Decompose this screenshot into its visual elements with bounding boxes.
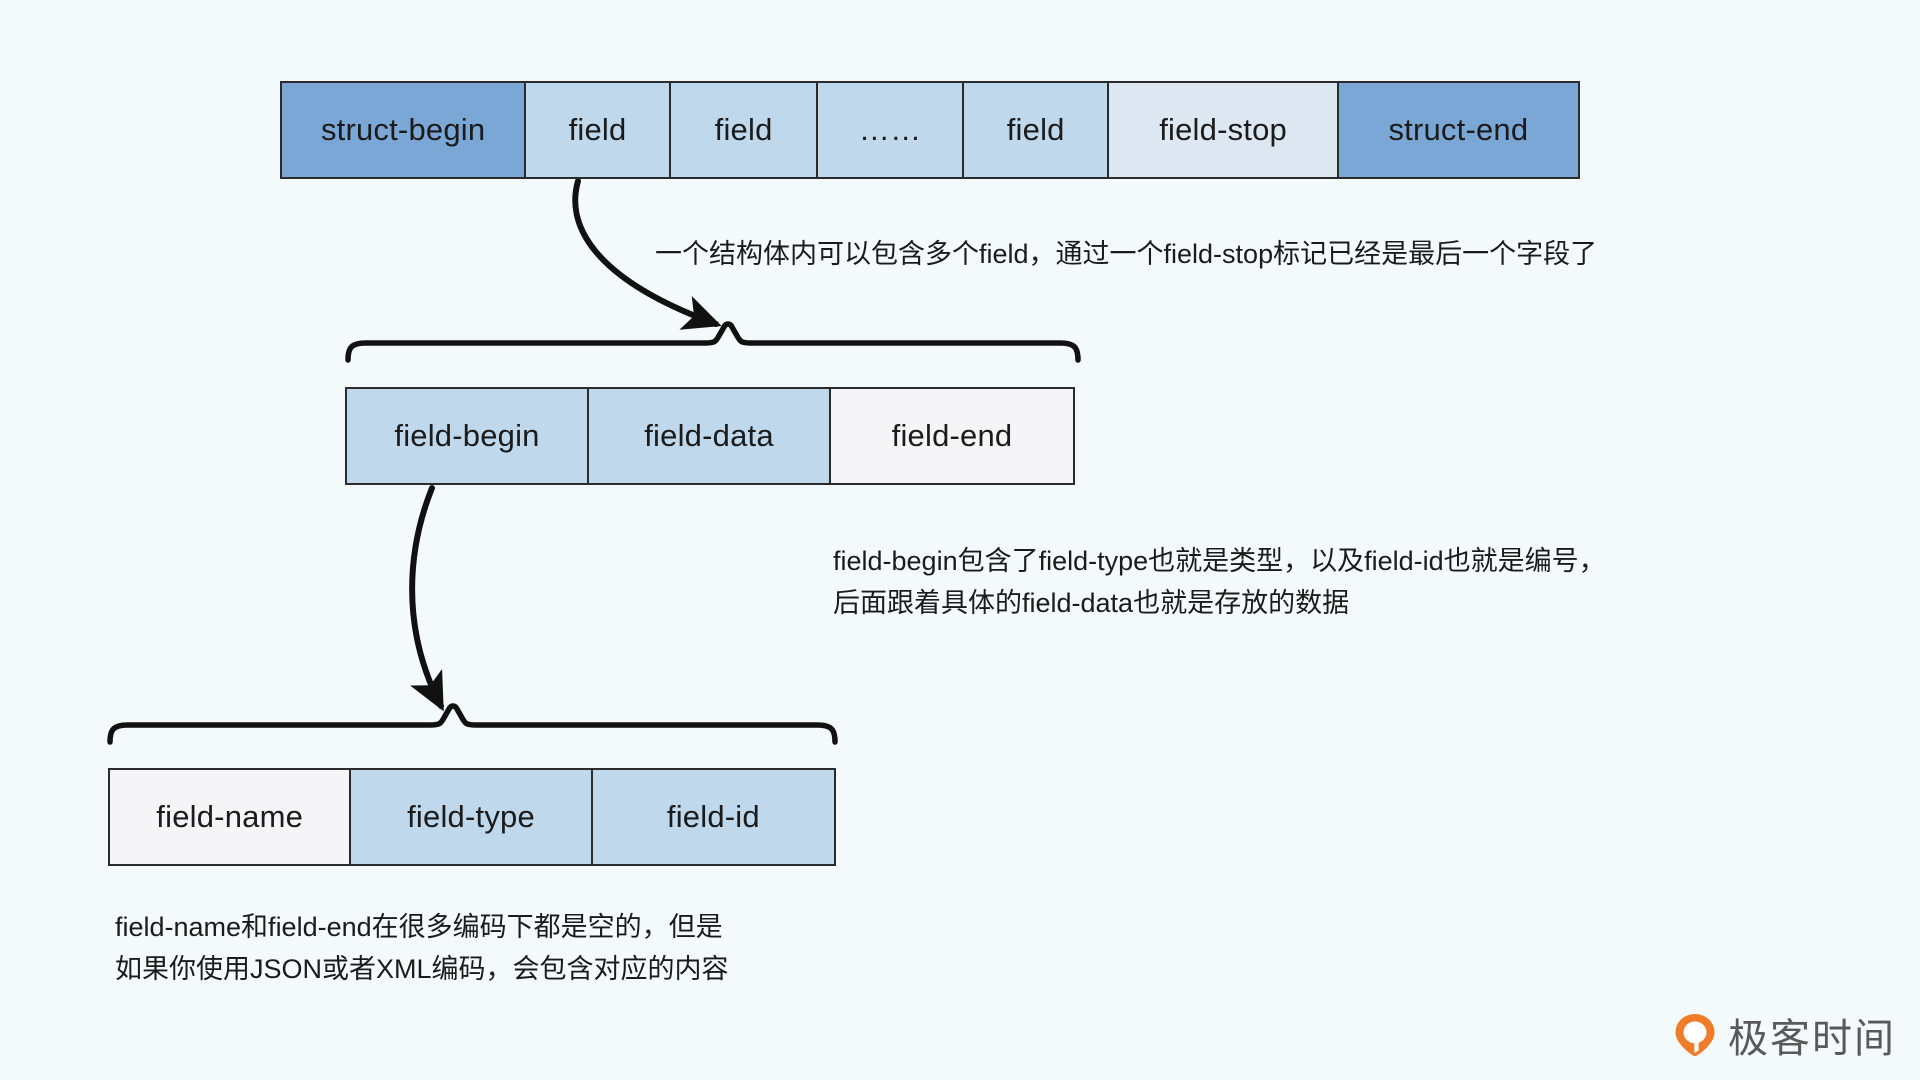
cell-field-1[interactable]: field (526, 83, 671, 177)
annotation-field: field-begin包含了field-type也就是类型，以及field-id… (833, 546, 1606, 618)
arrow-field-to-field-begin (409, 485, 444, 712)
cell-struct-begin[interactable]: struct-begin (282, 83, 527, 177)
watermark-text: 极客时间 (1728, 1016, 1896, 1062)
struct-layout-row: struct-begin field field …… field field-… (280, 81, 1580, 179)
brace-field-row (345, 321, 1081, 363)
cell-field-begin[interactable]: field-begin (347, 389, 589, 483)
cell-field-data[interactable]: field-data (589, 389, 831, 483)
cell-field-stop[interactable]: field-stop (1109, 83, 1339, 177)
field-begin-layout-row: field-name field-type field-id (108, 768, 836, 866)
cell-field-id[interactable]: field-id (592, 770, 835, 864)
cell-field-n[interactable]: field (963, 83, 1110, 177)
brace-field-begin-row (107, 703, 838, 745)
watermark: 极客时间 (1672, 1006, 1896, 1064)
annotation-struct: 一个结构体内可以包含多个field，通过一个field-stop标记已经是最后一… (655, 239, 1598, 269)
cell-field-2[interactable]: field (670, 83, 819, 177)
cell-field-end[interactable]: field-end (831, 389, 1073, 483)
geektime-logo-icon (1672, 1012, 1718, 1058)
cell-field-type[interactable]: field-type (351, 770, 593, 864)
cell-field-name[interactable]: field-name (110, 770, 352, 864)
cell-field-ellipsis[interactable]: …… (818, 83, 964, 177)
cell-struct-end[interactable]: struct-end (1338, 83, 1578, 177)
field-layout-row: field-begin field-data field-end (345, 387, 1075, 485)
annotation-field-begin: field-name和field-end在很多编码下都是空的，但是 如果你使用J… (115, 912, 729, 984)
